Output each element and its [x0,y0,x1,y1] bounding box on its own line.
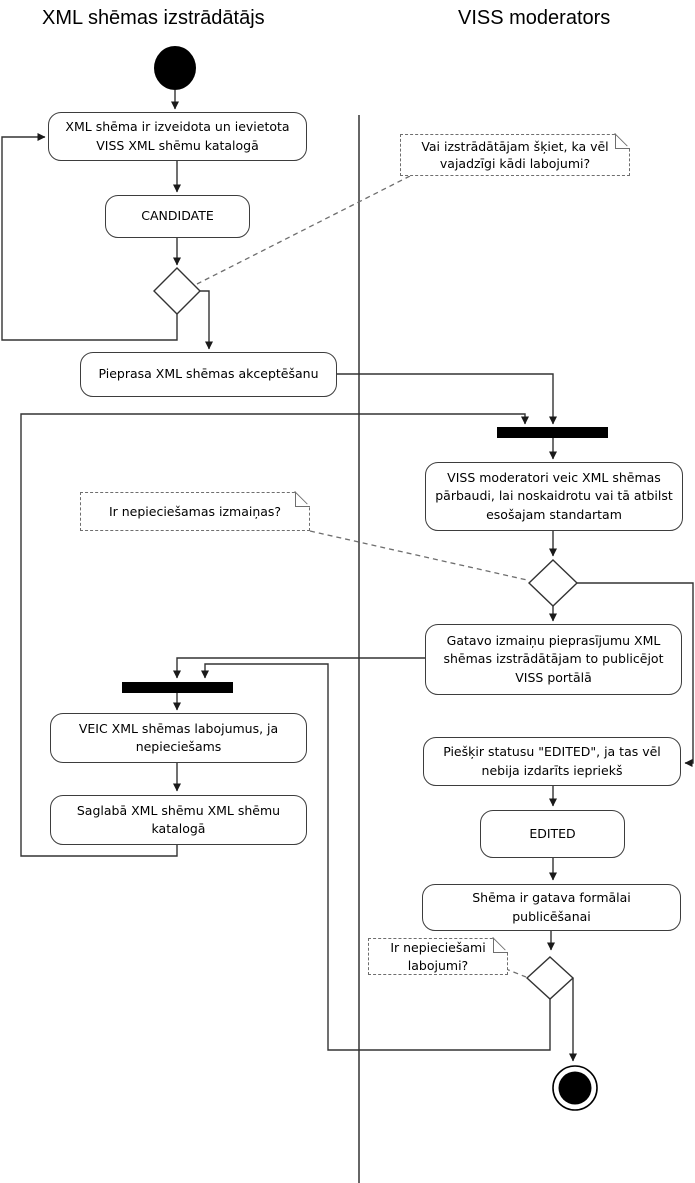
activity-ready-for-publication: Shēma ir gatava formālai publicēšanai [422,884,681,931]
state-candidate: CANDIDATE [105,195,250,238]
note2-connector [309,530,528,581]
edge-decision2-bypass-to-assign [577,582,694,767]
edge-request-to-join [337,373,557,425]
note-corrections-needed-label: Ir nepieciešami labojumi? [390,940,486,973]
activity-assign-edited-status-label: Piešķir statusu "EDITED", ja tas vēl neb… [443,744,661,778]
note-fold-icon [615,134,630,149]
lane-title-developer: XML shēmas izstrādātājs [42,7,265,29]
activity-prepare-change-request: Gatavo izmaiņu pieprasījumu XML shēmas i… [425,624,682,695]
state-edited: EDITED [480,810,625,858]
decision-2 [527,559,579,607]
edge-decision3-loop-to-fork [201,663,551,1051]
state-candidate-label: CANDIDATE [141,208,214,224]
activity-moderator-review: VISS moderatori veic XML shēmas pārbaudi… [425,462,683,531]
edge-decision1-to-request [200,290,213,350]
note1-connector [196,175,411,285]
note-changes-needed: Ir nepieciešamas izmaiņas? [80,492,310,531]
activity-save-schema-label: Saglabā XML shēmu XML shēmu katalogā [76,802,281,836]
join-bar-moderator [497,427,608,438]
activity-save-schema: Saglabā XML shēmu XML shēmu katalogā [50,795,307,845]
activity-schema-created: XML shēma ir izveidota un ievietota VISS… [48,112,307,161]
activity-prepare-change-request-label: Gatavo izmaiņu pieprasījumu XML shēmas i… [443,633,664,685]
note-changes-needed-label: Ir nepieciešamas izmaiņas? [108,503,282,519]
activity-request-acceptance-label: Pieprasa XML shēmas akceptēšanu [98,366,319,382]
join-bar-developer [122,682,233,693]
activity-moderator-review-label: VISS moderatori veic XML shēmas pārbaudi… [435,470,673,522]
activity-make-corrections-label: VEIC XML shēmas labojumus, ja nepiecieša… [78,720,279,754]
lane-title-moderator: VISS moderators [458,7,611,29]
decision-3 [525,956,575,1000]
activity-assign-edited-status: Piešķir statusu "EDITED", ja tas vēl neb… [423,737,681,786]
state-edited-label: EDITED [529,825,576,841]
final-node [558,1071,592,1105]
edge-decision1-loop-to-created [1,133,178,341]
edge-save-loop-to-join [20,413,529,857]
activity-make-corrections: VEIC XML shēmas labojumus, ja nepiecieša… [50,713,307,763]
note3-connector [505,959,527,978]
note-developer-more-fixes: Vai izstrādātājam šķiet, ka vēl vajadzīg… [400,134,630,176]
decision-1 [153,267,201,315]
initial-node [154,46,196,90]
activity-request-acceptance: Pieprasa XML shēmas akceptēšanu [80,352,337,397]
edge-prepare-to-fork [173,657,425,679]
note-fold-icon [493,938,508,953]
note-corrections-needed: Ir nepieciešami labojumi? [368,938,508,975]
note-fold-icon [295,492,310,507]
activity-ready-for-publication-label: Shēma ir gatava formālai publicēšanai [472,890,631,924]
note-developer-more-fixes-label: Vai izstrādātājam šķiet, ka vēl vajadzīg… [421,138,609,172]
activity-schema-created-label: XML shēma ir izveidota un ievietota VISS… [65,119,290,153]
